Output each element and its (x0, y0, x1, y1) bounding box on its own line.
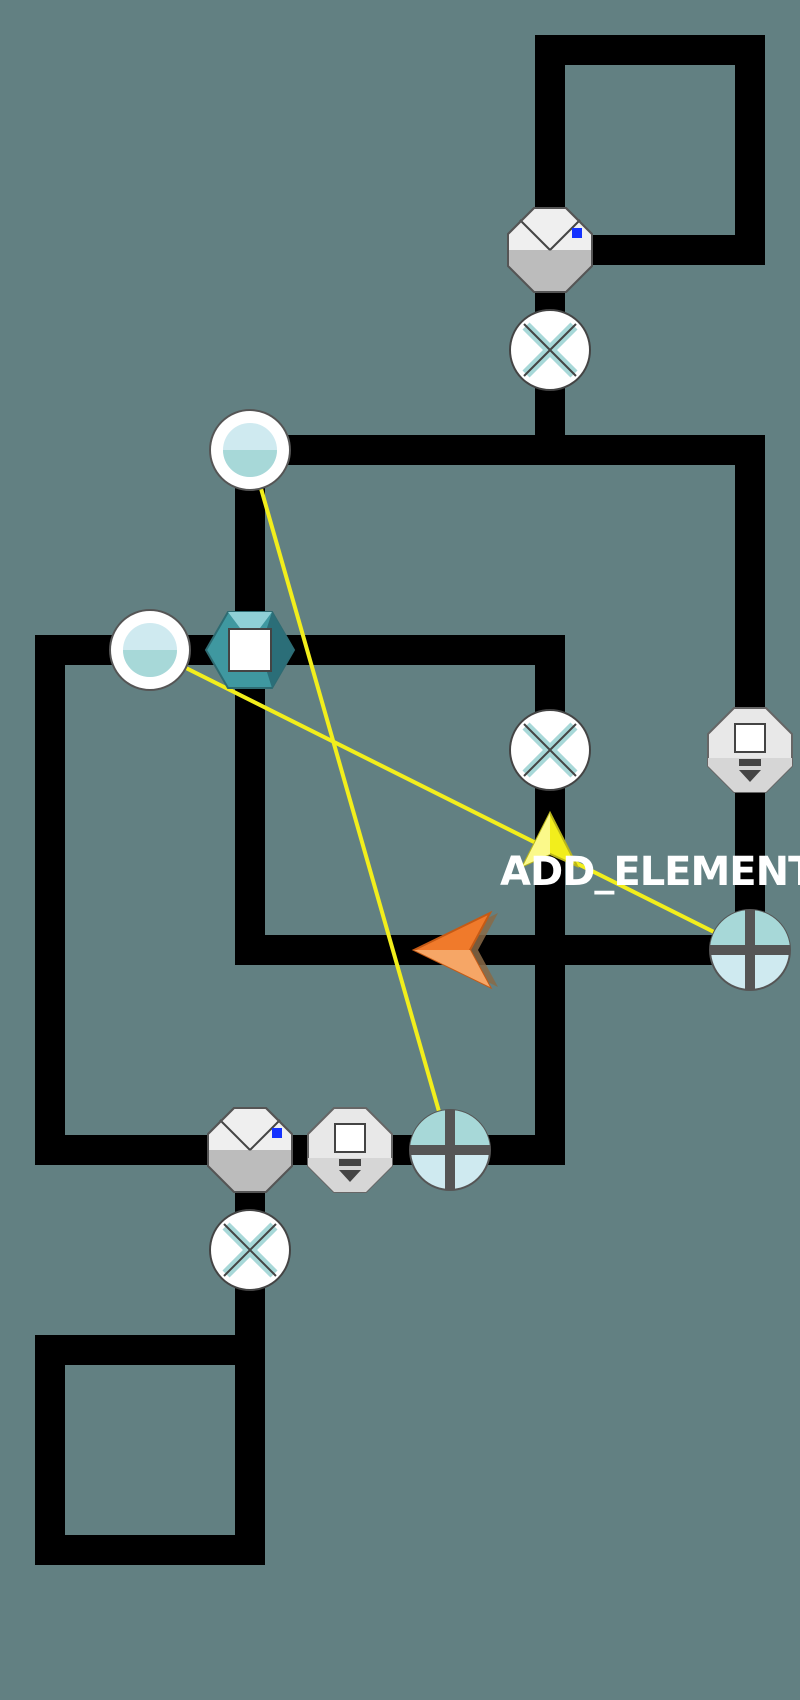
split-octagon-rotator-icon[interactable] (207, 1107, 293, 1193)
x-switch-icon[interactable] (509, 309, 591, 391)
rotator-indicator-light (272, 1128, 282, 1138)
teal-hexagon-block-icon[interactable] (204, 611, 296, 689)
track-middle-loop (35, 635, 565, 1165)
track-top-loop (535, 35, 765, 460)
split-octagon-rotator-icon[interactable] (507, 207, 593, 293)
cross-junction-icon[interactable] (409, 1109, 491, 1191)
orange-arrowhead-agent-icon[interactable] (411, 910, 498, 990)
agent-name-label: ADD_ELEMENT (500, 849, 800, 895)
octagon-dropper-icon[interactable] (707, 707, 793, 793)
cross-junction-icon[interactable] (709, 909, 791, 991)
track-bottom-loop (35, 1335, 265, 1565)
yellow-arrowhead-cursor-icon[interactable] (520, 810, 580, 869)
x-switch-icon[interactable] (209, 1209, 291, 1291)
link-lines (148, 448, 752, 1152)
link-source-top-to-junction-bottom (248, 448, 452, 1152)
x-switch-icon[interactable] (509, 709, 591, 791)
link-source-left-to-junction-right (148, 648, 752, 952)
octagon-dropper-icon[interactable] (307, 1107, 393, 1193)
rotator-indicator-light (572, 228, 582, 238)
half-filled-circle-source-icon[interactable] (209, 409, 291, 491)
half-filled-circle-source-icon[interactable] (109, 609, 191, 691)
